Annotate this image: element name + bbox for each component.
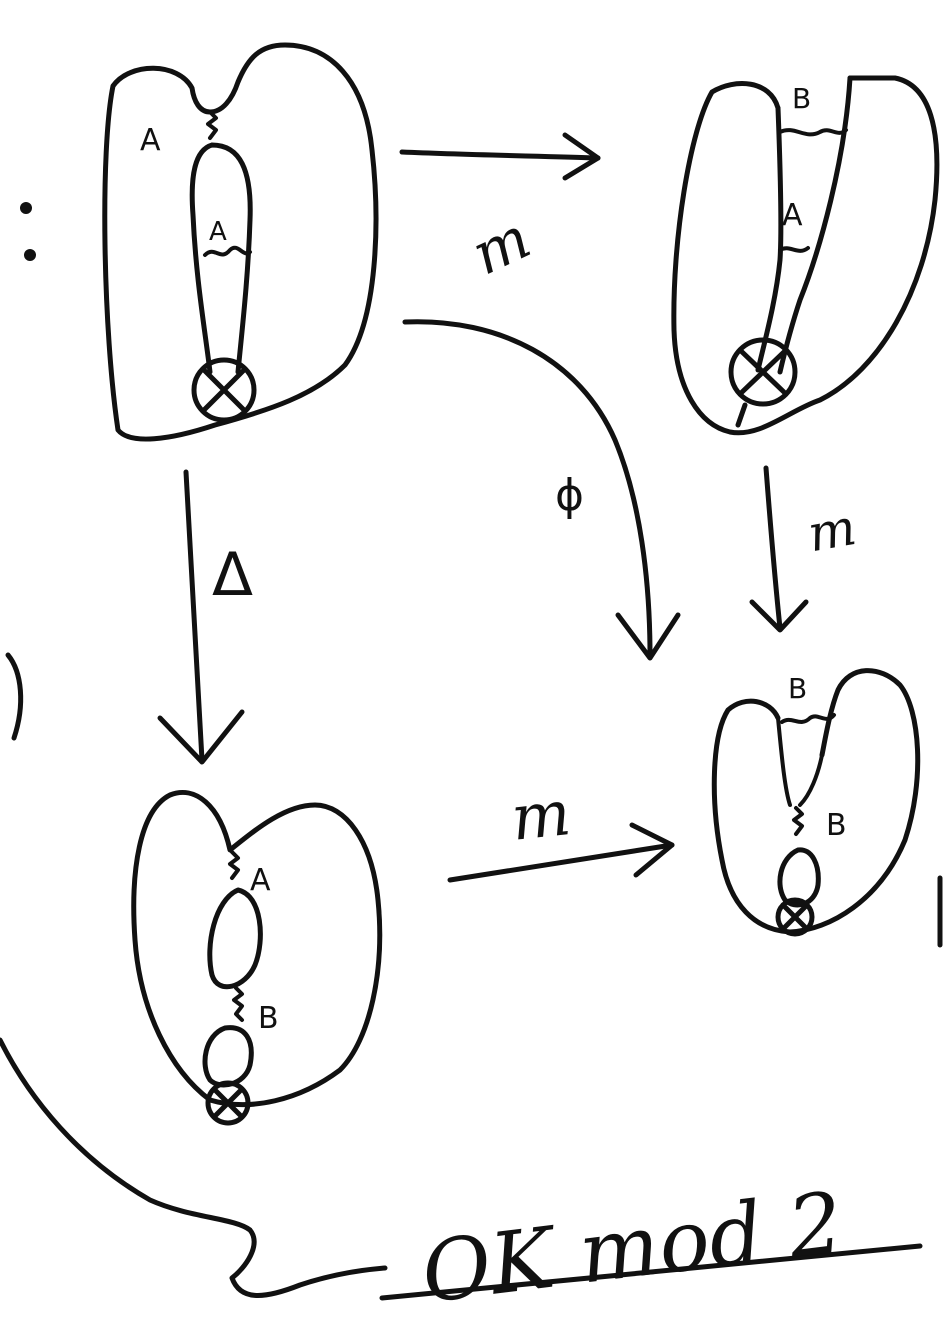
bottom-right-neck-right (800, 755, 822, 805)
left-edge-stroke (8, 655, 21, 738)
bottom-left-zigzag-top (230, 852, 238, 878)
surface-bottom-left: A B (134, 792, 380, 1123)
arrow-right-label: m (803, 498, 860, 563)
arrow-top: m (402, 135, 598, 288)
bottom-right-boundary-cross (783, 905, 807, 929)
arrow-bottom-label: m (508, 776, 574, 855)
surface-bottom-right: B B (714, 671, 917, 934)
bottom-right-zigzag (794, 808, 802, 834)
colon-mark (20, 202, 36, 261)
bottom-right-neck-left (778, 718, 790, 805)
top-right-wavy-seam-upper (780, 130, 846, 134)
bottom-right-wavy-seam (782, 715, 834, 722)
surface-top-left-outline (105, 45, 376, 439)
arrow-diagonal: ϕ (405, 322, 678, 658)
top-right-neck-left (758, 108, 781, 370)
bottom-left-loop-lower (205, 1028, 251, 1085)
arrow-left-shaft (186, 472, 202, 760)
arrow-left: Δ (160, 472, 253, 762)
bottom-right-loop (780, 850, 818, 905)
arrow-right-shaft (766, 468, 780, 628)
top-right-wavy-seam-lower (780, 248, 808, 251)
footer-note: OK mod 2 (417, 1173, 848, 1317)
boundary-cross (203, 369, 245, 411)
surface-top-left: A A (105, 45, 376, 439)
label-top-b: B (792, 82, 811, 115)
arrow-top-shaft (402, 152, 598, 158)
arrow-diagonal-label: ϕ (555, 470, 584, 521)
zigzag-neck (208, 112, 216, 138)
label-inner-a: A (209, 217, 227, 247)
label-bottom-right-top-b: B (788, 672, 807, 705)
arrow-bottom: m (450, 776, 672, 880)
label-bottom-left-b: B (258, 1001, 279, 1036)
label-top-right-a: A (782, 198, 803, 233)
surface-top-right: B A (674, 78, 937, 433)
label-bottom-left-a: A (250, 863, 271, 898)
arrow-left-label: Δ (212, 540, 253, 610)
arrow-right: m (752, 468, 860, 630)
surface-bottom-left-outline (134, 792, 380, 1104)
inner-wavy-seam (205, 248, 250, 255)
surface-top-right-outline (674, 78, 937, 433)
label-bottom-right-b: B (826, 808, 847, 843)
arrow-top-label: m (462, 203, 541, 288)
inner-tube (192, 145, 250, 372)
bottom-left-zigzag-mid (234, 988, 242, 1020)
label-outer-a: A (140, 123, 161, 158)
bottom-left-loop-upper (210, 890, 261, 987)
arrow-diagonal-shaft (405, 322, 650, 655)
